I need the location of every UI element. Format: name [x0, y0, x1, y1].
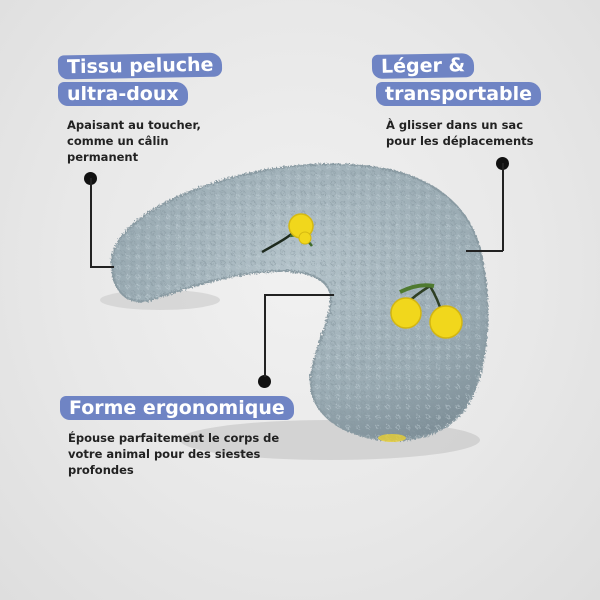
callout-text-fabric-line3: permanent: [67, 150, 139, 164]
callout-line-fabric-horizontal: [90, 266, 114, 268]
callout-title-fabric-line1: Tissu peluche: [57, 52, 223, 80]
callout-text-fabric: Apaisant au toucher, comme un câlin perm…: [67, 117, 201, 165]
callout-line-light-horizontal: [466, 250, 503, 252]
callout-line-shape-horizontal: [264, 294, 334, 296]
callout-text-fabric-line2: comme un câlin: [67, 134, 169, 148]
callout-text-shape-line2: votre animal pour des siestes: [68, 447, 261, 461]
callout-dot-shape: [258, 375, 271, 388]
cherry-embroidery-left: [261, 213, 314, 254]
callout-text-shape-line1: Épouse parfaitement le corps de: [68, 431, 280, 445]
callout-text-shape: Épouse parfaitement le corps de votre an…: [68, 430, 279, 478]
callout-title-shape: Forme ergonomique: [60, 396, 294, 420]
callout-title-light-line1: Léger &: [371, 53, 475, 79]
callout-text-light: À glisser dans un sac pour les déplaceme…: [386, 117, 533, 149]
callout-text-light-line1: À glisser dans un sac: [386, 118, 524, 132]
callout-text-light-line2: pour les déplacements: [386, 134, 534, 148]
callout-text-shape-line3: profondes: [68, 463, 134, 477]
pillow-body: [110, 163, 489, 442]
cherry-embroidery-right: [390, 283, 463, 339]
callout-line-shape-vertical: [264, 294, 266, 377]
callout-line-fabric-vertical: [90, 178, 92, 266]
callout-title-fabric-line2: ultra-doux: [58, 82, 188, 106]
callout-line-light-vertical: [502, 163, 504, 251]
callout-text-fabric-line1: Apaisant au toucher,: [67, 118, 201, 132]
callout-title-light-line2: transportable: [376, 82, 542, 106]
